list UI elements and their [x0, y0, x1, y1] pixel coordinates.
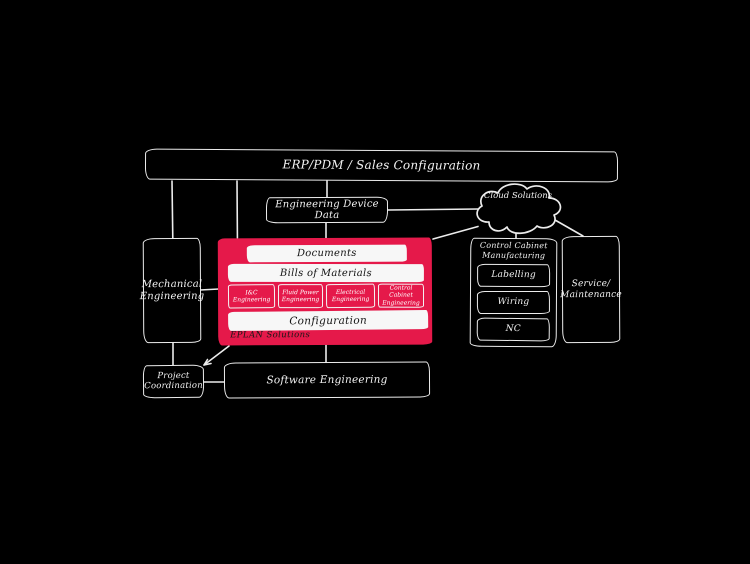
- control-cabinet-engineering-label: Control Cabinet Engineering: [382, 284, 420, 307]
- ic-engineering-label: I&C Engineering: [232, 288, 271, 304]
- erp-pdm-sales-configuration-box: ERP/PDM / Sales Configuration: [144, 148, 619, 183]
- project-coordination-box: Project Coordination: [142, 364, 205, 399]
- bills-of-materials-label: Bills of Materials: [279, 267, 372, 279]
- software-engineering-box: Software Engineering: [223, 361, 431, 399]
- control-cabinet-manufacturing-box: Control Cabinet Manufacturing Labelling …: [469, 237, 558, 348]
- configuration-label: Configuration: [289, 314, 368, 327]
- labelling-label: Labelling: [491, 270, 536, 281]
- cloud-solutions-shape: Cloud Solutions: [468, 181, 568, 235]
- control-cabinet-manufacturing-label: Control Cabinet Manufacturing: [479, 240, 548, 261]
- nc-label: NC: [505, 324, 521, 335]
- service-maintenance-box: Service/ Maintenance: [560, 235, 622, 344]
- discipline-fluid-power-engineering: Fluid Power Engineering: [277, 284, 324, 309]
- engineering-device-data-box: Engineering Device Data: [265, 196, 389, 224]
- labelling-box: Labelling: [477, 263, 551, 288]
- wiring-box: Wiring: [476, 290, 550, 315]
- project-coordination-label: Project Coordination: [144, 370, 203, 391]
- wiring-label: Wiring: [497, 297, 530, 308]
- documents-label: Documents: [296, 247, 357, 260]
- configuration-bar: Configuration: [228, 310, 429, 331]
- eplan-solutions-caption: EPLAN Solutions: [230, 330, 311, 341]
- documents-bar: Documents: [246, 244, 407, 263]
- fluid-power-engineering-label: Fluid Power Engineering: [281, 288, 320, 304]
- engineering-device-data-label: Engineering Device Data: [275, 198, 379, 222]
- cloud-icon: [476, 183, 562, 235]
- discipline-electrical-engineering: Electrical Engineering: [325, 283, 376, 309]
- eplan-solutions-block: Documents Bills of Materials I&C Enginee…: [217, 237, 433, 346]
- nc-box: NC: [476, 317, 550, 342]
- erp-pdm-label: ERP/PDM / Sales Configuration: [282, 156, 481, 173]
- electrical-engineering-label: Electrical Engineering: [331, 288, 370, 304]
- bills-of-materials-bar: Bills of Materials: [227, 263, 424, 283]
- service-maintenance-label: Service/ Maintenance: [560, 279, 622, 300]
- discipline-ic-engineering: I&C Engineering: [227, 284, 276, 309]
- mechanical-engineering-box: Mechanical Engineering: [139, 237, 205, 344]
- mechanical-engineering-label: Mechanical Engineering: [139, 278, 205, 302]
- cloud-solutions-label: Cloud Solutions: [483, 191, 553, 201]
- discipline-control-cabinet-engineering: Control Cabinet Engineering: [377, 283, 425, 308]
- software-engineering-label: Software Engineering: [266, 373, 388, 387]
